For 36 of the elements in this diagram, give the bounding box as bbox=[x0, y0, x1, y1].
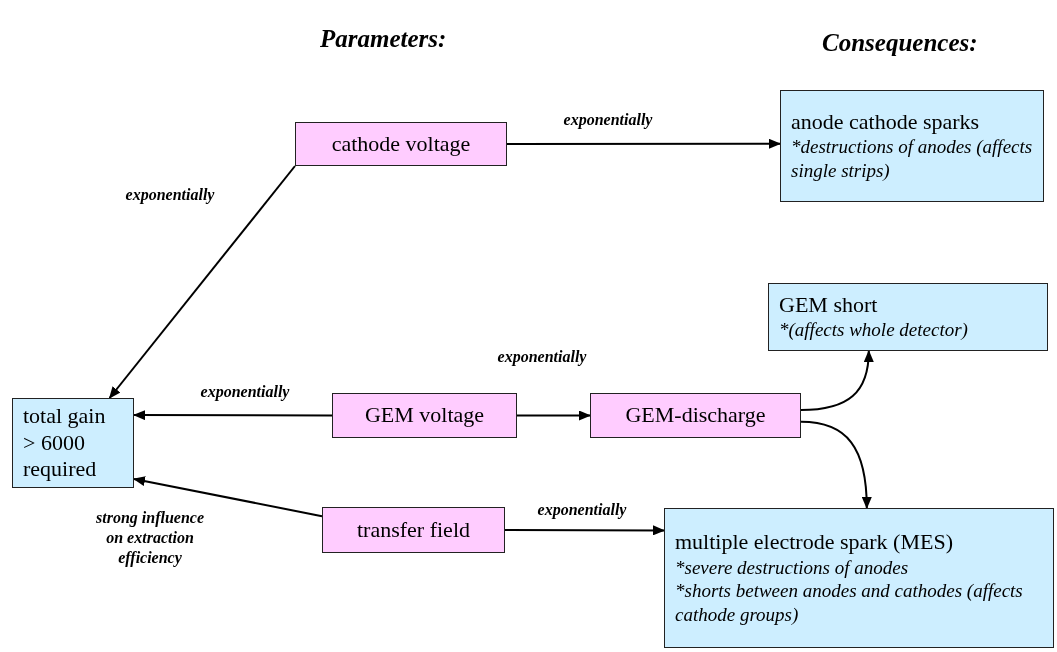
edge-label: exponentially bbox=[537, 500, 627, 520]
parameter-box bbox=[590, 393, 801, 438]
consequence-box bbox=[768, 283, 1048, 351]
edge-label: strong influence on extraction efficiency bbox=[95, 508, 205, 568]
box-title: GEM voltage bbox=[364, 402, 485, 429]
box-title: GEM short bbox=[779, 291, 878, 319]
bullet-note: *severe destructions of anodes bbox=[675, 555, 909, 580]
arrow bbox=[800, 420, 872, 509]
parameter-box bbox=[332, 393, 517, 438]
edge-label: exponentially bbox=[125, 185, 215, 205]
edge-label: exponentially bbox=[563, 110, 653, 130]
edge-label: exponentially bbox=[497, 347, 587, 367]
bullet-note: *destructions of anodes (affects single strips) bbox=[791, 135, 1033, 183]
arrow bbox=[800, 350, 874, 412]
arrow bbox=[516, 410, 591, 421]
arrow bbox=[504, 525, 665, 536]
arrow bbox=[108, 165, 296, 399]
box-title: total gain > 6000 required bbox=[23, 403, 107, 483]
box-title: cathode voltage bbox=[331, 130, 471, 158]
consequence-box bbox=[780, 90, 1044, 202]
bullet-note: *(affects whole detector) bbox=[779, 318, 968, 343]
consequence-box bbox=[12, 398, 134, 488]
box-title: transfer field bbox=[357, 516, 470, 544]
arrow bbox=[133, 410, 333, 421]
column-heading: Consequences: bbox=[822, 29, 978, 57]
arrow bbox=[506, 138, 781, 149]
consequence-box bbox=[664, 508, 1054, 648]
box-title: anode cathode sparks bbox=[791, 109, 980, 136]
parameter-box bbox=[322, 507, 505, 553]
box-title: GEM-discharge bbox=[625, 402, 766, 429]
column-heading: Parameters: bbox=[320, 25, 447, 53]
parameter-box bbox=[295, 122, 507, 166]
edge-label: exponentially bbox=[200, 382, 290, 402]
arrow bbox=[133, 476, 323, 518]
bullet-note: *shorts between anodes and cathodes (affects cathode groups) bbox=[675, 579, 1024, 627]
box-title: multiple electrode spark (MES) bbox=[675, 529, 953, 556]
